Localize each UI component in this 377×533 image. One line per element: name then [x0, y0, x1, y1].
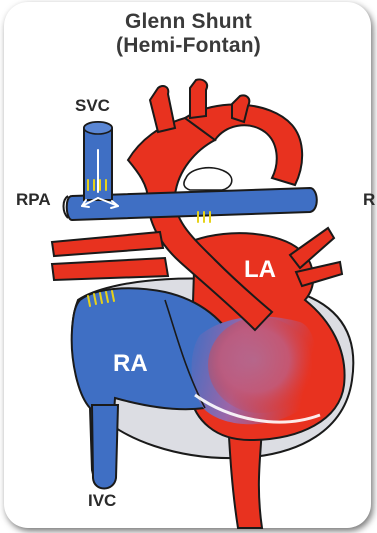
label-la: LA — [244, 258, 276, 282]
arch-branch-2 — [190, 79, 207, 118]
arch-branch-1 — [150, 86, 175, 132]
label-ivc: IVC — [88, 492, 116, 509]
label-right-edge: R — [363, 191, 375, 208]
left-vessel-upper — [52, 232, 163, 256]
label-ra: RA — [113, 352, 148, 376]
inferior-vena-cava — [92, 405, 118, 489]
ventricle-mixing-glow — [208, 317, 312, 413]
left-vessel-lower — [52, 258, 168, 280]
svc-opening — [84, 122, 112, 134]
label-svc: SVC — [75, 97, 110, 114]
label-rpa: RPA — [16, 191, 51, 208]
arch-window — [184, 168, 232, 190]
